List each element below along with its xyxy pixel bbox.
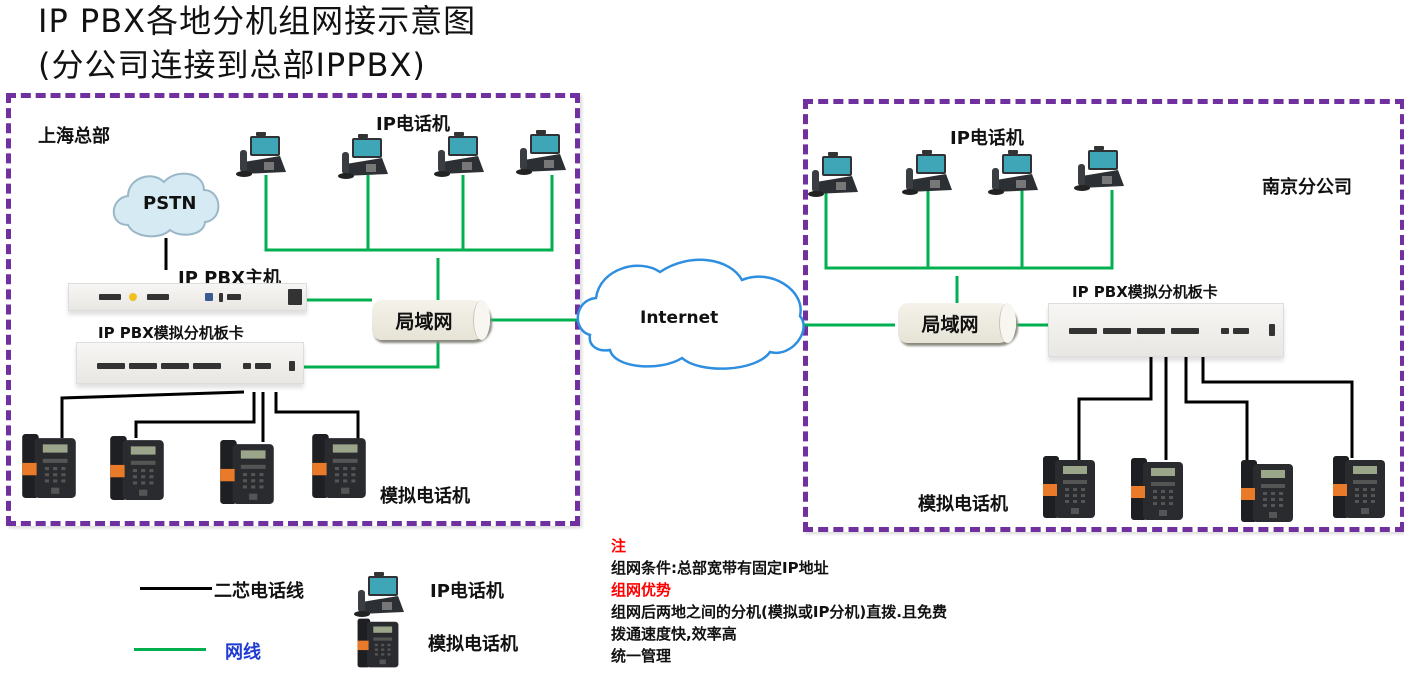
legend-network-cable-label: 网线: [225, 642, 261, 663]
ip-phone-icon: [902, 150, 954, 200]
ip-phone-icon: [516, 130, 568, 180]
branch-ip-bus: [824, 190, 1114, 270]
branch-analog-phones-label: 模拟电话机: [918, 494, 1008, 515]
notes-block: 注 组网条件:总部宽带有固定IP地址 组网优势 组网后两地之间的分机(模拟或IP…: [611, 535, 947, 667]
hq-ip-phones-label: IP电话机: [376, 114, 450, 135]
analog-phone-icon: [1128, 456, 1186, 526]
hq-analog-phones-label: 模拟电话机: [380, 486, 470, 507]
branch-analog-line-1: [1077, 357, 1153, 460]
hq-analog-card-label: IP PBX模拟分机板卡: [98, 324, 244, 342]
internet-label: Internet: [640, 308, 719, 328]
phone-lines: [60, 238, 1354, 462]
hq-card-to-lan: [303, 338, 440, 369]
branch-lan-label: 局域网: [921, 313, 979, 336]
hq-pbx-host-device: [68, 283, 307, 311]
branch-analog-line-3: [1184, 357, 1249, 462]
hq-analog-line-1: [60, 390, 245, 438]
hq-analog-line-4: [274, 392, 360, 440]
branch-analog-line-4: [1201, 357, 1354, 458]
notes-condition: 组网条件:总部宽带有固定IP地址: [611, 559, 829, 577]
analog-phone-icon: [20, 432, 78, 504]
ip-phone-icon: [808, 152, 860, 202]
notes-advantage-2: 拨通速度快,效率高: [611, 625, 737, 643]
pstn-cloud: [112, 172, 220, 238]
analog-phone-icon: [218, 438, 276, 510]
analog-phone-icon: [1040, 454, 1098, 524]
ip-phone-icon: [236, 132, 288, 182]
analog-phone-icon: [310, 432, 368, 504]
ip-phone-icon: [338, 134, 390, 184]
hq-lan-label: 局域网: [395, 310, 453, 333]
legend-network-cable-swatch: [134, 648, 206, 651]
notes-advantage-1: 组网后两地之间的分机(模拟或IP分机)直拨.且免费: [611, 603, 947, 621]
legend-analog-phone-label: 模拟电话机: [428, 634, 518, 655]
legend-phone-line-swatch: [140, 587, 212, 590]
ip-phone-icon: [1074, 146, 1126, 196]
legend-phone-line-label: 二芯电话线: [214, 581, 304, 602]
headquarters-region: [6, 93, 580, 526]
hq-analog-card-device: [76, 342, 304, 384]
diagram-title-line1: IP PBX各地分机组网接示意图: [38, 2, 477, 40]
notes-heading: 注: [611, 537, 627, 555]
analog-phone-icon: [108, 434, 166, 506]
network-cables: [264, 175, 1114, 369]
analog-phone-icon: [1330, 454, 1388, 524]
ip-phone-icon: [434, 132, 486, 182]
legend-ip-phone-label: IP电话机: [430, 581, 504, 602]
branch-analog-card-label: IP PBX模拟分机板卡: [1072, 283, 1218, 301]
analog-phone-icon: [1238, 458, 1296, 528]
hq-ip-bus: [264, 175, 554, 252]
legend-analog-phone-icon: [356, 617, 400, 673]
branch-analog-card-device: [1048, 303, 1284, 357]
notes-advantage-3: 统一管理: [611, 647, 672, 665]
notes-advantages-heading: 组网优势: [611, 581, 672, 599]
branch-lan: 局域网: [898, 303, 1016, 343]
internet-cloud: [576, 258, 805, 370]
hq-analog-line-2: [134, 392, 256, 438]
branch-region: [803, 99, 1404, 532]
hq-lan: 局域网: [372, 300, 490, 340]
legend-ip-phone-icon: [354, 572, 406, 622]
ip-phone-icon: [988, 150, 1040, 200]
headquarters-name: 上海总部: [38, 126, 110, 147]
branch-name: 南京分公司: [1262, 177, 1352, 198]
branch-ip-phones-label: IP电话机: [950, 128, 1024, 149]
diagram-title-line2: (分公司连接到总部IPPBX): [38, 46, 426, 84]
pstn-label: PSTN: [143, 193, 197, 214]
